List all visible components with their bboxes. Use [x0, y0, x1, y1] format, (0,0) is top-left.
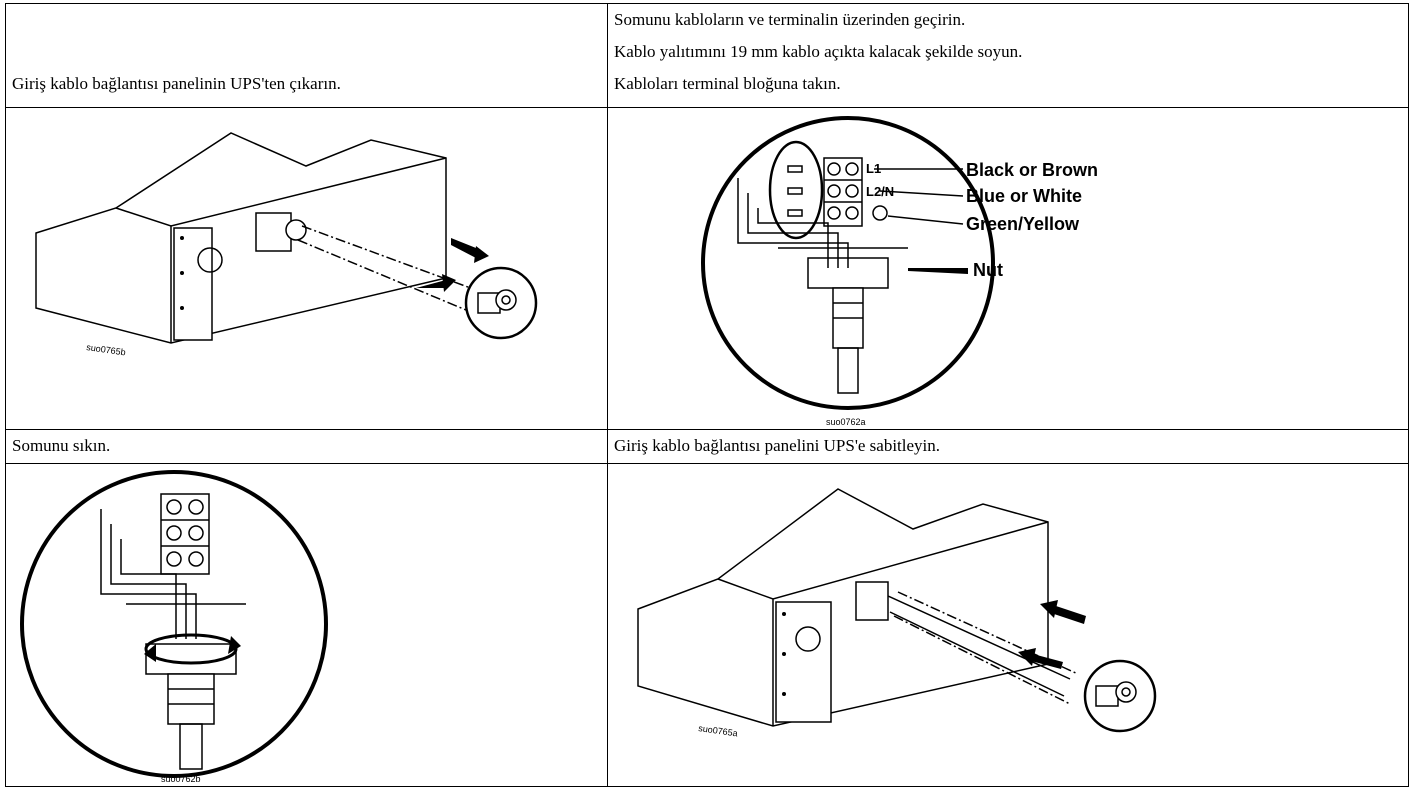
step-attach-panel-text: Giriş kablo bağlantısı panelini UPS'e sa… — [614, 436, 941, 455]
figure-terminal-block: L1 L2/N Black or Brown Blue or White Gre… — [607, 107, 1409, 430]
step-remove-panel-text: Giriş kablo bağlantısı panelinin UPS'ten… — [12, 74, 341, 93]
step-tighten-nut-text: Somunu sıkın. — [12, 436, 111, 455]
tighten-nut-illustration: suo0762b — [20, 470, 328, 784]
terminal-l1-label: L1 — [866, 161, 881, 176]
step-remove-panel-cell: Giriş kablo bağlantısı panelinin UPS'ten… — [5, 3, 608, 108]
step-attach-panel-cell: Giriş kablo bağlantısı panelini UPS'e sa… — [607, 429, 1409, 464]
figure-code-suo0765a: suo0765a — [698, 723, 739, 738]
figure-attach-panel: suo0765a — [607, 463, 1409, 787]
step-strip-insulation-text: Kablo yalıtımını 19 mm kablo açıkta kala… — [614, 42, 1023, 61]
terminal-block-illustration: L1 L2/N Black or Brown Blue or White Gre… — [701, 116, 1098, 427]
nut-label: Nut — [973, 260, 1003, 280]
figure-remove-panel: suo0765b — [5, 107, 608, 430]
wire-label-blue-white: Blue or White — [966, 186, 1082, 206]
figure-code-suo0762a: suo0762a — [826, 417, 866, 427]
wire-label-green-yellow: Green/Yellow — [966, 214, 1080, 234]
wire-label-black-brown: Black or Brown — [966, 160, 1098, 180]
figure-code-suo0765b: suo0765b — [86, 342, 127, 357]
step-pass-nut-text: Somunu kabloların ve terminalin üzerinde… — [614, 10, 966, 29]
figure-code-suo0762b: suo0762b — [161, 774, 201, 784]
step-tighten-nut-cell: Somunu sıkın. — [5, 429, 608, 464]
ups-panel-attach-illustration: suo0765a — [637, 488, 1157, 738]
figure-tighten-nut: suo0762b — [5, 463, 608, 787]
instruction-table: Giriş kablo bağlantısı panelinin UPS'ten… — [5, 3, 1409, 787]
ups-panel-removal-illustration: suo0765b — [35, 132, 538, 357]
step-wire-terminal-cell: Somunu kabloların ve terminalin üzerinde… — [607, 3, 1409, 108]
terminal-l2n-label: L2/N — [866, 184, 894, 199]
step-insert-wires-text: Kabloları terminal bloğuna takın. — [614, 74, 841, 93]
